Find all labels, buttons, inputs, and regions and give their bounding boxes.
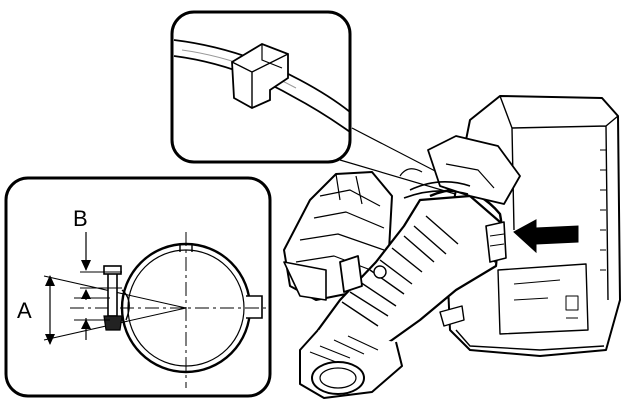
label-a: A (17, 298, 32, 323)
pipe-upper-edge (173, 39, 351, 113)
dim-a-short-arrow (81, 319, 91, 329)
pipe-lower-edge (173, 55, 351, 133)
resonator-clamp-bolt (373, 265, 387, 279)
inset-frame-left (4, 176, 272, 398)
air-cleaner-ribs (600, 149, 606, 271)
label-b: B (73, 206, 88, 231)
clip-block (231, 43, 289, 110)
dim-b-arrowhead-bottom (81, 289, 91, 299)
pointer-arrow (513, 219, 579, 254)
hose-outlet-mouth-inner (319, 367, 357, 389)
clamp-band (121, 289, 130, 321)
clip-block-lip (261, 44, 283, 69)
air-cleaner-bottom-rim (455, 329, 605, 351)
callout-line-lower (339, 159, 463, 197)
dim-a-arrowhead-bottom (45, 334, 55, 345)
resonator-clamp (339, 255, 363, 293)
upper-duct-detail (399, 163, 495, 189)
hose-clamp-screw-detail (489, 233, 505, 247)
hose-outlet-ribs (309, 335, 379, 363)
vent-nipple (439, 305, 465, 327)
air-cleaner-panel (497, 263, 589, 335)
hose-pipe-to-clip (403, 181, 471, 199)
dim-b-arrowhead-top (81, 260, 91, 271)
hose-clamp-screw (485, 221, 507, 263)
air-cleaner-panel-detail (513, 279, 579, 319)
dim-a-arrowhead-top (45, 275, 55, 286)
clamp-tab-right (246, 295, 263, 319)
clamp-angle-inset: B A (4, 176, 272, 398)
clamp-tab-top (179, 244, 193, 252)
clamp-bolt-shaft (107, 271, 118, 317)
intake-hose-bellows (341, 215, 459, 327)
clamp-bolt-nut (103, 315, 123, 331)
resonator-lower (283, 261, 327, 301)
clamp-bolt-head (103, 265, 122, 275)
clip-detail-inset (170, 10, 469, 197)
resonator-ribs (295, 173, 385, 273)
upper-duct (427, 135, 521, 205)
